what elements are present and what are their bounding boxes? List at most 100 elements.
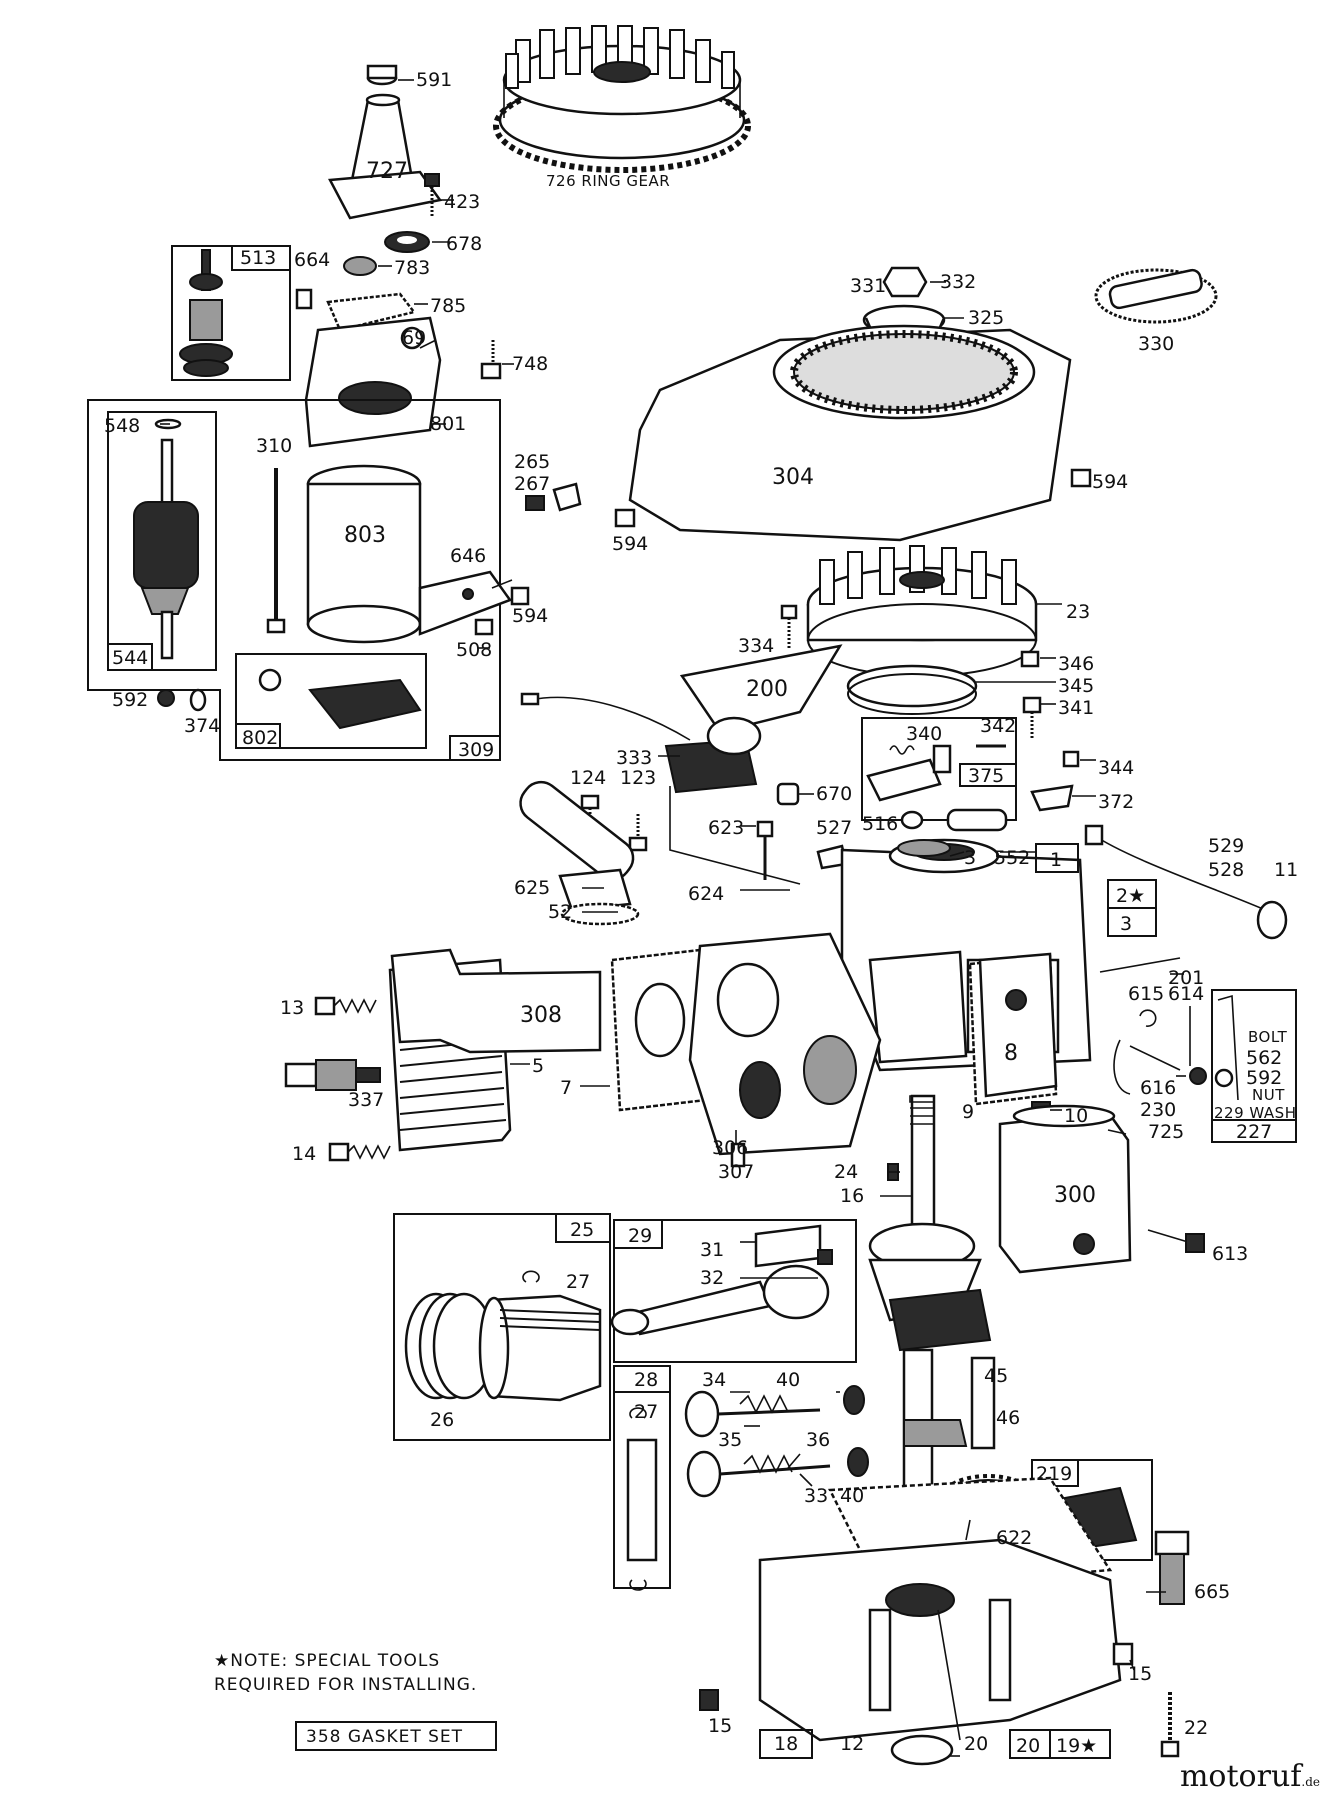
nut-678[interactable] [384, 231, 430, 253]
air-vane-200[interactable] [679, 644, 843, 734]
fuel-line-528[interactable] [1084, 824, 1288, 940]
screw-334[interactable] [780, 604, 798, 648]
label-28: 28 [634, 1369, 658, 1391]
label-334: 334 [738, 635, 774, 657]
piston-25[interactable] [478, 1294, 602, 1402]
oil-fill-665[interactable] [1154, 1530, 1190, 1605]
screw-664[interactable] [295, 288, 313, 310]
screw-346[interactable] [1020, 650, 1040, 668]
plug-15-left[interactable] [699, 1689, 719, 1711]
cord-assembly-330[interactable] [1094, 268, 1218, 324]
nut-592[interactable] [157, 689, 175, 707]
starter-cap-591[interactable] [366, 64, 398, 86]
bearing-plate-345[interactable] [846, 664, 978, 715]
gasket-7[interactable] [610, 948, 708, 1112]
part-labels: 591 727 423 726 RING GEAR 678 783 664 51… [104, 69, 1298, 1757]
screw-623[interactable] [756, 820, 774, 880]
pin-616[interactable] [1113, 1039, 1181, 1095]
plug-15-right[interactable] [1112, 1642, 1134, 1666]
screw-230[interactable] [1189, 1067, 1207, 1085]
label-bolt: BOLT [1248, 1028, 1288, 1046]
housing-803[interactable] [306, 464, 422, 644]
clip-27[interactable] [522, 1270, 540, 1283]
label-748: 748 [512, 353, 548, 375]
valve-34[interactable] [684, 1390, 821, 1438]
screw-594-housing-right[interactable] [1070, 468, 1092, 488]
pin-516-body[interactable] [946, 808, 1008, 832]
seal-20[interactable] [890, 1734, 954, 1766]
end-cap-801[interactable] [304, 316, 442, 448]
clip-615[interactable] [1139, 1009, 1157, 1027]
brush-plate-802[interactable] [235, 653, 427, 749]
label-23: 23 [1066, 601, 1090, 623]
link-201[interactable] [1099, 957, 1181, 973]
valve-33[interactable] [686, 1450, 831, 1498]
screw-22[interactable] [1160, 1692, 1180, 1758]
gasket-52[interactable] [560, 902, 640, 926]
drive-assembly-513[interactable] [171, 245, 291, 381]
intake-tube-625[interactable] [513, 775, 640, 912]
screw-307[interactable] [730, 1142, 746, 1168]
through-bolt-310[interactable] [266, 468, 286, 634]
bolt-13[interactable] [314, 996, 377, 1016]
label-623: 623 [708, 817, 744, 839]
piston-rings-26[interactable] [404, 1292, 496, 1400]
label-592-kit: 592 [1246, 1067, 1282, 1089]
spacer-670[interactable] [776, 782, 800, 806]
label-24: 24 [834, 1161, 858, 1183]
armature-333[interactable] [520, 692, 762, 794]
hardware-kit-227 [1211, 989, 1297, 1143]
connecting-rod-29[interactable] [610, 1264, 830, 1336]
washer-374[interactable] [189, 688, 207, 712]
gasket-785[interactable] [326, 292, 417, 332]
bolt-14[interactable] [328, 1142, 391, 1162]
screw-748[interactable] [480, 340, 502, 380]
bolt-613[interactable] [1147, 1229, 1205, 1253]
piston-pin-28[interactable] [626, 1407, 658, 1591]
label-375: 375 [968, 765, 1004, 787]
pinion-gear-783[interactable] [343, 256, 377, 276]
screw-594-housing-left[interactable] [614, 508, 636, 528]
screw-267[interactable] [525, 495, 545, 511]
screw-423[interactable] [424, 173, 440, 216]
crankshaft-16[interactable] [868, 1094, 992, 1512]
leader-lines [160, 79, 1191, 1757]
special-tools-note-line1: ★NOTE: SPECIAL TOOLS [214, 1651, 440, 1671]
muffler-300[interactable] [998, 1104, 1132, 1274]
clip-265[interactable] [552, 482, 582, 512]
spring-340[interactable] [866, 745, 942, 802]
screw-594-starter[interactable] [510, 586, 530, 606]
spark-plug-337[interactable] [284, 1059, 381, 1091]
sump-base-18[interactable] [758, 1538, 1122, 1742]
screw-341[interactable] [1022, 696, 1042, 740]
armature-assembly-544[interactable] [107, 411, 217, 671]
lock-32[interactable] [817, 1249, 833, 1265]
screw-508[interactable] [474, 618, 494, 636]
retainer-40-top[interactable] [843, 1385, 865, 1415]
screw-123[interactable] [628, 814, 648, 852]
link-342[interactable] [932, 744, 1006, 774]
piston-rod-kit-box [393, 1213, 857, 1589]
cylinder-306[interactable] [688, 932, 882, 1156]
screw-344[interactable] [1062, 750, 1080, 768]
link-624[interactable] [669, 786, 801, 885]
breather-8[interactable] [978, 952, 1058, 1098]
screw-516[interactable] [900, 810, 924, 830]
flywheel-ring-gear[interactable] [493, 25, 751, 173]
nut-332[interactable] [882, 266, 928, 298]
bracket-372[interactable] [1030, 784, 1074, 812]
retainer-40-bottom[interactable] [847, 1447, 869, 1477]
label-15-left: 15 [708, 1715, 732, 1737]
label-69: 69 [402, 327, 426, 349]
label-516: 516 [862, 813, 898, 835]
label-727: 727 [366, 159, 408, 184]
label-22: 22 [1184, 1717, 1208, 1739]
flywheel-23[interactable] [806, 545, 1038, 677]
blower-housing-304[interactable] [628, 324, 1072, 542]
label-31: 31 [700, 1239, 724, 1261]
label-624: 624 [688, 883, 724, 905]
dipper-31[interactable] [754, 1224, 822, 1268]
seal-3[interactable] [897, 839, 951, 857]
bracket-646[interactable] [418, 570, 512, 636]
shield-308[interactable] [390, 948, 602, 1054]
